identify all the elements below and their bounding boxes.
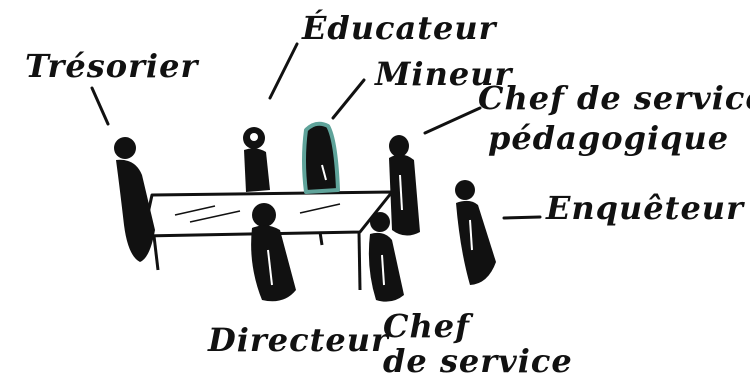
label-chef-service-pedagogique-line2: pédagogique: [488, 119, 730, 157]
label-educateur: Éducateur: [302, 9, 497, 47]
table-hatching: [174, 205, 216, 216]
pointer-line-mineur: [331, 78, 366, 120]
pointer-line-educateur: [268, 42, 299, 100]
label-mineur: Mineur: [375, 55, 513, 93]
figure-chef-service: [368, 212, 404, 302]
label-chef-service-pedagogique-line1: Chef de service: [478, 79, 750, 117]
figure-mineur: [302, 121, 340, 194]
table-leg: [357, 231, 362, 291]
figure-tresorier: [114, 137, 155, 262]
table-leg: [318, 231, 324, 246]
figure-directeur: [251, 203, 296, 302]
pointer-line-tresorier: [90, 86, 110, 126]
figure-chef-service-pedagogique: [389, 135, 420, 236]
table-hatching: [189, 210, 241, 223]
pointer-line-enqueteur: [502, 215, 542, 220]
label-chef-service-line1: Chef: [383, 307, 470, 345]
figure-educateur: [243, 127, 270, 192]
pointer-line-chef-service-pedagogique: [423, 106, 482, 135]
figure-enqueteur: [455, 180, 496, 285]
label-chef-service-line2: de service: [383, 342, 573, 380]
label-enqueteur: Enquêteur: [546, 189, 744, 227]
table-leg: [152, 235, 160, 271]
label-directeur: Directeur: [208, 321, 389, 359]
table-hatching: [299, 203, 341, 214]
label-tresorier: Trésorier: [25, 47, 199, 85]
